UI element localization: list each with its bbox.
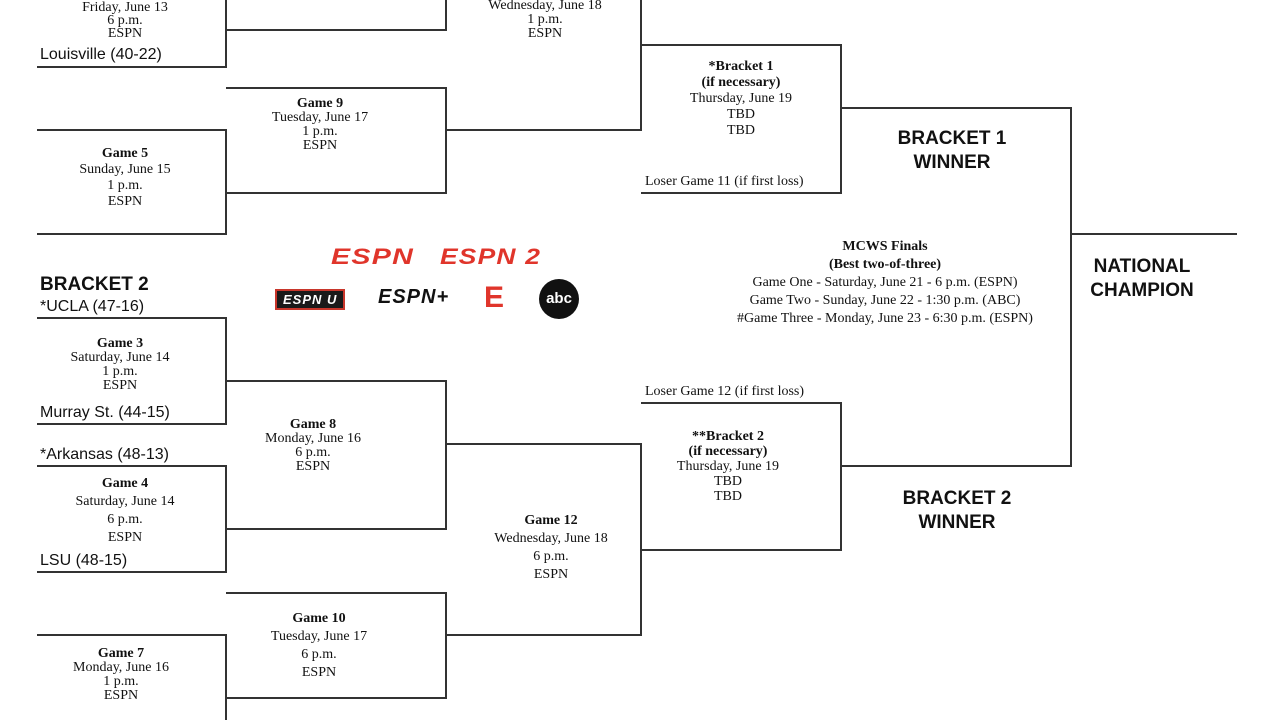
game-title: Game 8 xyxy=(289,417,337,432)
game-time: 1 p.m. xyxy=(103,674,139,689)
team-arkansas: *Arkansas (48-13) xyxy=(40,446,169,463)
game-date: Monday, June 16 xyxy=(265,431,361,446)
game-title: Game 9 xyxy=(296,96,344,111)
bracket2-winner: BRACKET 2 WINNER xyxy=(857,487,1057,535)
game-time: 6 p.m. xyxy=(533,549,569,564)
game-network: ESPN xyxy=(295,459,331,474)
finals-title: MCWS Finals xyxy=(842,239,928,254)
bracket1-winner: BRACKET 1 WINNER xyxy=(852,127,1052,175)
game-network: TBD xyxy=(727,123,755,138)
game-subtitle: (if necessary) xyxy=(701,75,781,90)
game-9: Game 9 Tuesday, June 17 1 p.m. ESPN xyxy=(220,97,420,153)
game-title: Game 10 xyxy=(292,611,346,626)
game-time: TBD xyxy=(714,474,742,489)
game-time: 6 p.m. xyxy=(107,512,143,527)
game-title: Game 7 xyxy=(97,646,145,661)
game-network: ESPN xyxy=(103,688,139,703)
espn-plus-text: ESPN+ xyxy=(378,286,450,308)
bracket1-if-necessary: *Bracket 1 (if necessary) Thursday, June… xyxy=(641,59,841,139)
game-title: *Bracket 1 xyxy=(708,59,774,74)
abc-logo: abc xyxy=(539,279,579,319)
espn2-logo: ESPN 2 xyxy=(440,244,542,269)
game-date: Wednesday, June 18 xyxy=(488,0,602,13)
team-louisville: Louisville (40-22) xyxy=(40,46,162,63)
game-4: Game 4 Saturday, June 14 6 p.m. ESPN xyxy=(25,475,225,547)
game-title: Game 3 xyxy=(96,336,144,351)
team-lsu: LSU (48-15) xyxy=(40,552,128,569)
winner-line: WINNER xyxy=(918,512,996,533)
national-champion: NATIONAL CHAMPION xyxy=(1042,255,1242,303)
game-time: 1 p.m. xyxy=(107,178,143,193)
game-network: TBD xyxy=(714,489,742,504)
game-10: Game 10 Tuesday, June 17 6 p.m. ESPN xyxy=(219,610,419,682)
winner-line: BRACKET 1 xyxy=(897,128,1007,149)
finals-game-one: Game One - Saturday, June 21 - 6 p.m. (E… xyxy=(752,275,1018,290)
finals-game-two: Game Two - Sunday, June 22 - 1:30 p.m. (… xyxy=(749,293,1021,308)
game-date: Wednesday, June 18 xyxy=(494,531,608,546)
espn-plus-logo: ESPN+ xyxy=(378,286,449,309)
game-8: Game 8 Monday, June 16 6 p.m. ESPN xyxy=(213,418,413,474)
team-murray-st: Murray St. (44-15) xyxy=(40,404,170,421)
game-5: Game 5 Sunday, June 15 1 p.m. ESPN xyxy=(25,146,225,210)
loser-game-12-label: Loser Game 12 (if first loss) xyxy=(645,384,805,399)
game-network: ESPN xyxy=(533,567,569,582)
game-date: Saturday, June 14 xyxy=(75,494,175,509)
bracket2-heading: BRACKET 2 xyxy=(40,274,149,295)
game-time: TBD xyxy=(727,107,755,122)
game-time: 1 p.m. xyxy=(302,124,338,139)
game-7: Game 7 Monday, June 16 1 p.m. ESPN xyxy=(21,647,221,703)
game-date: Sunday, June 15 xyxy=(79,162,171,177)
game-network: ESPN xyxy=(107,194,143,209)
game-subtitle: (if necessary) xyxy=(688,444,768,459)
game-time: 1 p.m. xyxy=(527,12,563,27)
bracket2-if-necessary: **Bracket 2 (if necessary) Thursday, Jun… xyxy=(628,429,828,504)
game-time: 6 p.m. xyxy=(107,13,143,28)
winner-line: BRACKET 2 xyxy=(902,488,1012,509)
game-date: Saturday, June 14 xyxy=(70,350,170,365)
game-time: 6 p.m. xyxy=(301,647,337,662)
game-time: 6 p.m. xyxy=(295,445,331,460)
espnu-logo: ESPN U xyxy=(275,289,346,310)
team-ucla: *UCLA (47-16) xyxy=(40,298,145,315)
game-date: Friday, June 13 xyxy=(82,0,168,15)
game-time: 1 p.m. xyxy=(102,364,138,379)
game-title: Game 4 xyxy=(101,476,149,491)
game-network: ESPN xyxy=(301,665,337,680)
champion-line: CHAMPION xyxy=(1090,280,1194,301)
mcws-finals: MCWS Finals (Best two-of-three) Game One… xyxy=(735,238,1035,328)
game-date: Tuesday, June 17 xyxy=(270,629,368,644)
game-12: Game 12 Wednesday, June 18 6 p.m. ESPN xyxy=(451,512,651,584)
winner-line: WINNER xyxy=(913,152,991,173)
champion-line: NATIONAL xyxy=(1093,256,1191,277)
game-title: **Bracket 2 xyxy=(692,429,764,444)
abc-text: abc xyxy=(546,290,572,307)
game-date: Monday, June 16 xyxy=(73,660,169,675)
game-network: ESPN xyxy=(527,26,563,41)
game-title: Game 5 xyxy=(101,146,149,161)
finals-subtitle: (Best two-of-three) xyxy=(828,257,942,272)
loser-game-11-label: Loser Game 11 (if first loss) xyxy=(645,174,804,189)
game-top-left: Friday, June 13 6 p.m. ESPN xyxy=(25,0,225,41)
game-title: Game 12 xyxy=(524,513,578,528)
game-network: ESPN xyxy=(102,378,138,393)
game-date: Thursday, June 19 xyxy=(689,91,793,106)
game-date: Thursday, June 19 xyxy=(676,459,780,474)
game-network: ESPN xyxy=(107,530,143,545)
game-date: Tuesday, June 17 xyxy=(271,110,369,125)
game-11: Wednesday, June 18 1 p.m. ESPN xyxy=(445,0,645,41)
game-3: Game 3 Saturday, June 14 1 p.m. ESPN xyxy=(20,337,220,393)
game-network: ESPN xyxy=(302,138,338,153)
finals-game-three: #Game Three - Monday, June 23 - 6:30 p.m… xyxy=(737,311,1033,326)
espn-logo: ESPN xyxy=(331,244,415,269)
game-network: ESPN xyxy=(107,26,143,41)
espn-e-logo: E xyxy=(484,281,506,314)
